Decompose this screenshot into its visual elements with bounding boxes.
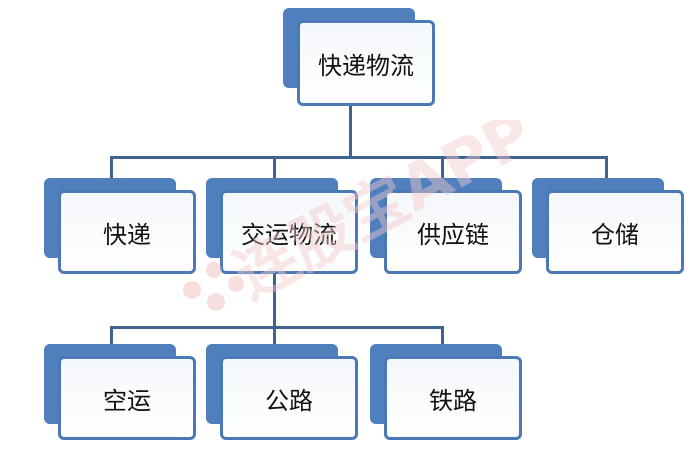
connector-level2-bar (110, 326, 444, 329)
connector-jiaoyun (273, 156, 276, 180)
node-gongyinglian: 供应链 (370, 178, 522, 274)
node-label-gongyinglian: 供应链 (384, 190, 522, 274)
connector-jiaoyun-down (273, 272, 276, 328)
connector-tielu (441, 326, 444, 346)
node-kuaidi: 快递 (44, 178, 196, 274)
watermark-dot-icon (207, 293, 225, 311)
node-jiaoyun: 交运物流 (206, 178, 358, 274)
node-label-root: 快递物流 (297, 20, 435, 106)
connector-kuaidi (110, 156, 113, 180)
node-kongyun: 空运 (44, 344, 196, 440)
connector-cangchu (605, 156, 608, 180)
node-tielu: 铁路 (370, 344, 522, 440)
node-label-kongyun: 空运 (58, 356, 196, 440)
watermark-dot-icon (183, 281, 201, 299)
connector-level1-bar (110, 156, 608, 159)
node-label-kuaidi: 快递 (58, 190, 196, 274)
node-gonglu: 公路 (206, 344, 358, 440)
node-root: 快递物流 (283, 8, 435, 106)
node-label-jiaoyun: 交运物流 (220, 190, 358, 274)
node-label-gonglu: 公路 (220, 356, 358, 440)
connector-gonglu (273, 326, 276, 346)
node-cangchu: 仓储 (532, 178, 684, 274)
node-label-tielu: 铁路 (384, 356, 522, 440)
node-label-cangchu: 仓储 (546, 190, 684, 274)
connector-gongyinglian (441, 156, 444, 180)
connector-root-down (349, 105, 352, 157)
connector-kongyun (110, 326, 113, 346)
watermark-dot-icon (228, 276, 244, 292)
